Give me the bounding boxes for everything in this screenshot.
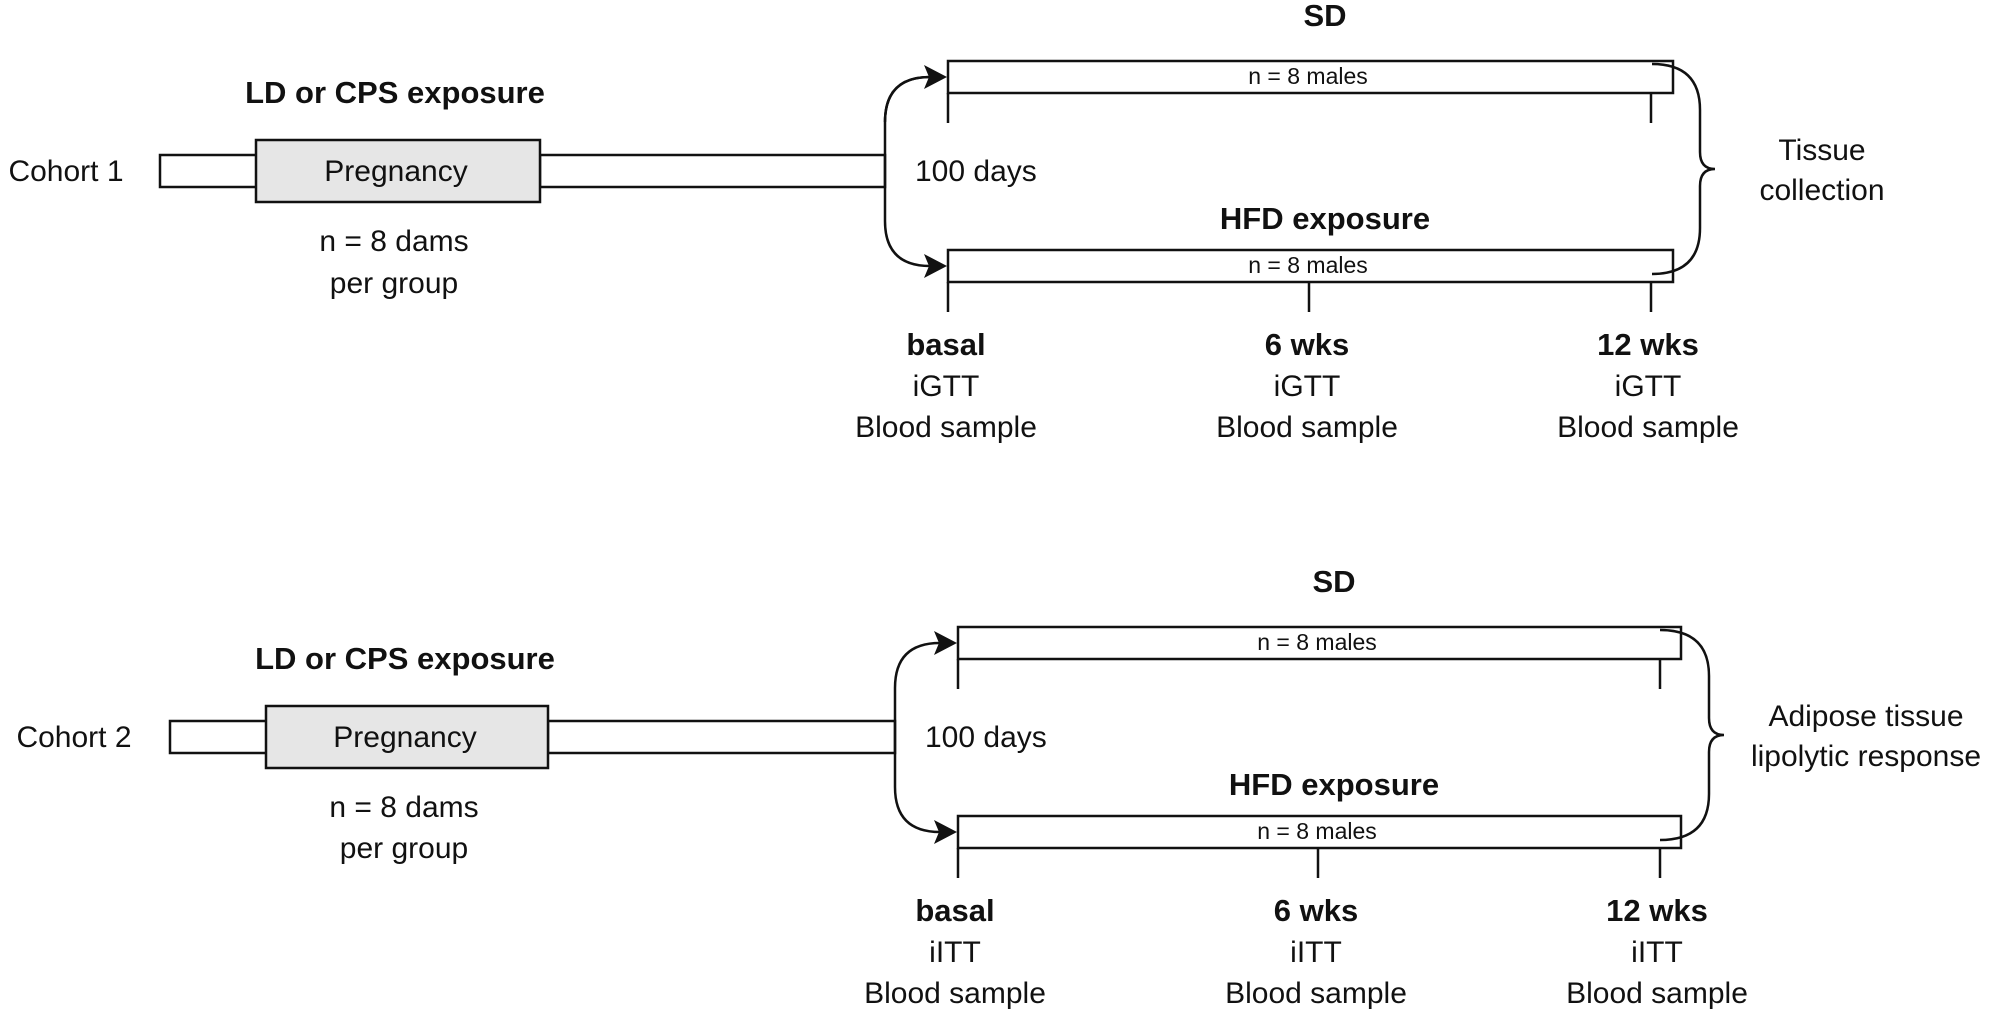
cohort-2-hfd-label: HFD exposure xyxy=(1229,767,1439,802)
cohort-2-sd-bar xyxy=(956,625,1683,661)
cohort-1-outcome-line2: collection xyxy=(1759,174,1884,207)
cohort-2-dams-label: n = 8 dams xyxy=(329,791,478,824)
cohort-1-outcome-line1: Tissue xyxy=(1778,134,1865,167)
cohort-2-arrow-hfd xyxy=(934,820,957,844)
cohort-1-hfd-bar-label: n = 8 males xyxy=(1248,252,1368,278)
timepoint-sample: Blood sample xyxy=(855,411,1037,444)
cohort-2-timepoint-6wks: 6 wks iITT Blood sample xyxy=(1225,893,1407,1010)
timepoint-time: basal xyxy=(915,893,994,928)
cohort-1-dams-label: n = 8 dams xyxy=(319,225,468,258)
cohort-1-arrow-sd xyxy=(924,65,947,89)
timepoint-test: iGTT xyxy=(913,370,980,403)
cohort-1-hfd-label: HFD exposure xyxy=(1220,201,1430,236)
cohort-1-sd-label: SD xyxy=(1303,0,1346,33)
cohort-2-hfd-bar xyxy=(956,814,1683,850)
cohort-1-timepoint-6wks: 6 wks iGTT Blood sample xyxy=(1216,327,1398,444)
timepoint-test: iITT xyxy=(929,936,981,969)
timepoint-time: 12 wks xyxy=(1606,893,1708,928)
cohort-2-outcome-line2: lipolytic response xyxy=(1751,740,1981,773)
cohort-2-branch-connector xyxy=(893,641,945,834)
timepoint-test: iITT xyxy=(1290,936,1342,969)
timepoint-sample: Blood sample xyxy=(1566,977,1748,1010)
timepoint-sample: Blood sample xyxy=(1225,977,1407,1010)
timepoint-sample: Blood sample xyxy=(1216,411,1398,444)
timepoint-sample: Blood sample xyxy=(864,977,1046,1010)
cohort-1-pre-pregnancy-bar xyxy=(158,153,262,189)
cohort-1-group: Cohort 1 LD or CPS exposure Pregnancy n … xyxy=(8,0,1884,444)
cohort-2-interval-label: 100 days xyxy=(925,721,1047,754)
cohort-1-timepoint-12wks: 12 wks iGTT Blood sample xyxy=(1557,327,1739,444)
timepoint-test: iGTT xyxy=(1615,370,1682,403)
timepoint-sample: Blood sample xyxy=(1557,411,1739,444)
cohort-2-post-pregnancy-bar xyxy=(546,719,897,755)
cohort-2-group: Cohort 2 LD or CPS exposure Pregnancy n … xyxy=(16,564,1981,1010)
cohort-2-timepoint-basal: basal iITT Blood sample xyxy=(864,893,1046,1010)
timepoint-test: iITT xyxy=(1631,936,1683,969)
cohort-1-branch-top xyxy=(883,75,935,123)
cohort-2-arrow-sd xyxy=(934,631,957,655)
cohort-1-arrow-hfd xyxy=(924,254,947,278)
cohort-1-brace xyxy=(1651,62,1716,276)
cohort-1-sd-bar-label: n = 8 males xyxy=(1248,63,1368,89)
cohort-1-pregnancy-box xyxy=(254,138,542,204)
cohort-1-interval-label: 100 days xyxy=(915,155,1037,188)
cohort-1-exposure-label: LD or CPS exposure xyxy=(245,75,545,110)
cohort-2-sd-label: SD xyxy=(1312,564,1355,599)
cohort-2-brace xyxy=(1659,628,1725,842)
cohort-1-hfd-bar xyxy=(946,248,1675,284)
timepoint-time: 6 wks xyxy=(1265,327,1349,362)
cohort-2-pre-pregnancy-bar xyxy=(168,719,272,755)
cohort-1-timepoint-basal: basal iGTT Blood sample xyxy=(855,327,1037,444)
cohort-1-post-pregnancy-bar xyxy=(538,153,887,189)
cohort-2-sd-bar-label: n = 8 males xyxy=(1257,629,1377,655)
cohort-2-exposure-label: LD or CPS exposure xyxy=(255,641,555,676)
cohort-2-outcome-line1: Adipose tissue xyxy=(1768,700,1963,733)
cohort-1-group-label: per group xyxy=(330,267,458,300)
cohort-2-pregnancy-label: Pregnancy xyxy=(333,721,476,754)
timepoint-time: 6 wks xyxy=(1274,893,1358,928)
timepoint-time: basal xyxy=(906,327,985,362)
cohort-2-hfd-bar-label: n = 8 males xyxy=(1257,818,1377,844)
cohort-1-label: Cohort 1 xyxy=(8,155,123,188)
cohort-2-group-label: per group xyxy=(340,832,468,865)
cohort-2-pregnancy-box xyxy=(264,704,550,770)
cohort-1-pregnancy-label: Pregnancy xyxy=(324,155,467,188)
cohort-2-timepoint-12wks: 12 wks iITT Blood sample xyxy=(1566,893,1748,1010)
timepoint-time: 12 wks xyxy=(1597,327,1699,362)
cohort-1-sd-bar xyxy=(946,59,1675,95)
cohort-2-label: Cohort 2 xyxy=(16,721,131,754)
timepoint-test: iGTT xyxy=(1274,370,1341,403)
